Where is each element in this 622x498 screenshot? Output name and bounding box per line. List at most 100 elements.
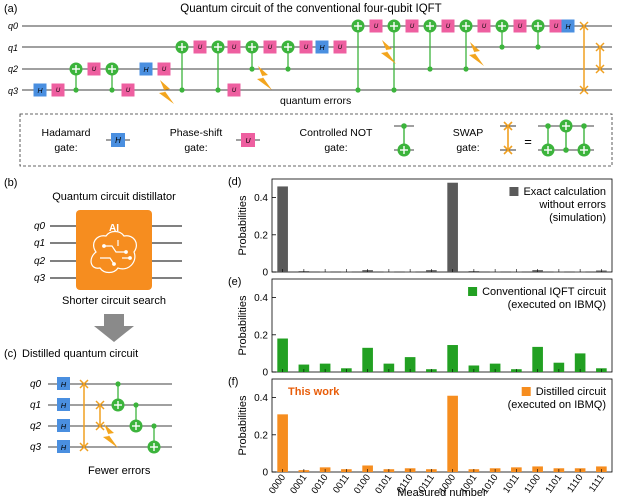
- phase-gate: U: [263, 40, 277, 54]
- svg-text:U: U: [232, 45, 237, 51]
- this-work-label: This work: [288, 386, 340, 398]
- legend-swatch: [521, 387, 531, 396]
- x-tick-label: 0100: [352, 472, 373, 496]
- x-tick-label: 0101: [373, 472, 394, 496]
- svg-text:U: U: [374, 24, 379, 30]
- panel-b-qubit-q0: q0: [34, 221, 46, 232]
- x-tick-label: 0011: [331, 472, 352, 495]
- chart-frame: [271, 178, 613, 273]
- legend-swap-line2: gate:: [456, 142, 479, 154]
- ai-label: AI: [109, 223, 119, 234]
- panel-c: (c) Distilled quantum circuit q0 q1 q2 q…: [4, 348, 172, 477]
- brain-icon: [90, 230, 137, 274]
- svg-text:U: U: [518, 24, 523, 30]
- y-axis-label: Probabilities: [237, 295, 249, 355]
- legend-phase-line2: gate:: [184, 142, 207, 154]
- svg-text:U: U: [482, 24, 487, 30]
- legend-cnot-line2: gate:: [324, 142, 347, 154]
- y-axis-label: Probabilities: [237, 395, 249, 455]
- cnot-gate: [244, 39, 260, 72]
- swap-gate: [579, 21, 589, 95]
- legend-hadamard-line1: Hadamard: [41, 127, 90, 139]
- svg-text:H: H: [61, 380, 67, 389]
- legend-cnot-icon: [394, 123, 414, 158]
- h-gate: H: [57, 398, 70, 411]
- bar-0000: [277, 338, 288, 372]
- panel-b-title: Quantum circuit distillator: [52, 191, 176, 203]
- bar-0000: [277, 186, 288, 272]
- phase-gate: U: [193, 40, 207, 54]
- legend-swap-decomposition: [538, 118, 594, 158]
- panel-c-qubit-q2: q2: [30, 421, 42, 432]
- svg-text:H: H: [319, 45, 325, 52]
- ai-distillator-box: AI: [76, 210, 152, 290]
- panel-b-label: (b): [4, 177, 17, 189]
- chart-panel-label: (f): [228, 376, 238, 388]
- svg-text:H: H: [143, 67, 149, 74]
- phase-gate: U: [51, 83, 65, 97]
- legend-text: Conventional IQFT circuit: [482, 286, 606, 298]
- phase-gate: U: [87, 62, 101, 76]
- svg-text:U: U: [92, 67, 97, 73]
- legend-u-text: U: [245, 138, 251, 145]
- cnot-gate: [530, 18, 546, 50]
- bar-1100: [532, 346, 543, 372]
- bar-1110: [574, 353, 586, 372]
- cnot-gate: [174, 39, 190, 93]
- panel-b-caption: Shorter circuit search: [62, 295, 166, 307]
- bar-0000: [277, 414, 288, 472]
- svg-text:U: U: [554, 24, 559, 30]
- legend-hadamard-icon: H: [106, 133, 130, 147]
- svg-text:H: H: [61, 401, 67, 410]
- error-bolt-icon: [257, 66, 272, 90]
- cnot-gate: [386, 18, 402, 93]
- h-gate: H: [139, 62, 153, 76]
- bar-0101: [383, 363, 395, 372]
- svg-text:H: H: [37, 88, 43, 95]
- panel-c-qubit-q0: q0: [30, 379, 42, 390]
- phase-gate: U: [513, 19, 527, 33]
- x-tick-label: 1011: [501, 472, 522, 495]
- bar-0001: [298, 364, 310, 372]
- svg-text:H: H: [565, 24, 571, 31]
- phase-gate: U: [121, 83, 135, 97]
- h-gate: H: [315, 40, 329, 54]
- cnot-gate: [280, 39, 296, 72]
- y-tick-label: 0.4: [254, 193, 268, 204]
- svg-text:U: U: [410, 24, 415, 30]
- svg-text:H: H: [61, 422, 67, 431]
- chart-frame: [271, 278, 613, 373]
- y-tick-label: 0.2: [254, 230, 268, 241]
- y-tick-label: 0: [262, 368, 268, 379]
- panel-c-caption: Fewer errors: [88, 465, 151, 477]
- x-axis-label: Measured number: [397, 487, 487, 498]
- panel-c-qubit-q1: q1: [30, 400, 41, 411]
- cnot-gate: [128, 402, 144, 434]
- bar-1001: [468, 365, 480, 372]
- y-tick-label: 0.2: [254, 330, 268, 341]
- legend-text: Distilled circuit: [536, 386, 606, 398]
- x-tick-label: 0010: [309, 472, 330, 496]
- phase-gate: U: [333, 40, 347, 54]
- legend-swap-icon: [500, 121, 516, 155]
- x-tick-label: 1110: [565, 472, 585, 494]
- chart-panel-label: (e): [228, 276, 241, 288]
- cnot-gate: [422, 18, 438, 72]
- bar-0100: [362, 465, 373, 472]
- svg-text:U: U: [304, 45, 309, 51]
- phase-gate: U: [299, 40, 313, 54]
- error-bolt-icon: [469, 42, 484, 66]
- x-tick-label: 1100: [522, 472, 543, 495]
- distilled-circuit-gates: H H H H: [57, 377, 162, 455]
- panel-a-title: Quantum circuit of the conventional four…: [180, 3, 441, 15]
- legend-swap-line1: SWAP: [453, 127, 484, 139]
- legend-text: (executed on IBMQ): [508, 299, 606, 311]
- svg-text:U: U: [162, 67, 167, 73]
- h-gate: H: [57, 440, 70, 453]
- y-axis-label: Probabilities: [237, 195, 249, 255]
- legend-equals: =: [524, 134, 532, 149]
- phase-gate: U: [477, 19, 491, 33]
- x-tick-label: 1111: [587, 472, 607, 494]
- error-bolt-icon: [103, 424, 118, 448]
- cnot-gate: [210, 39, 226, 93]
